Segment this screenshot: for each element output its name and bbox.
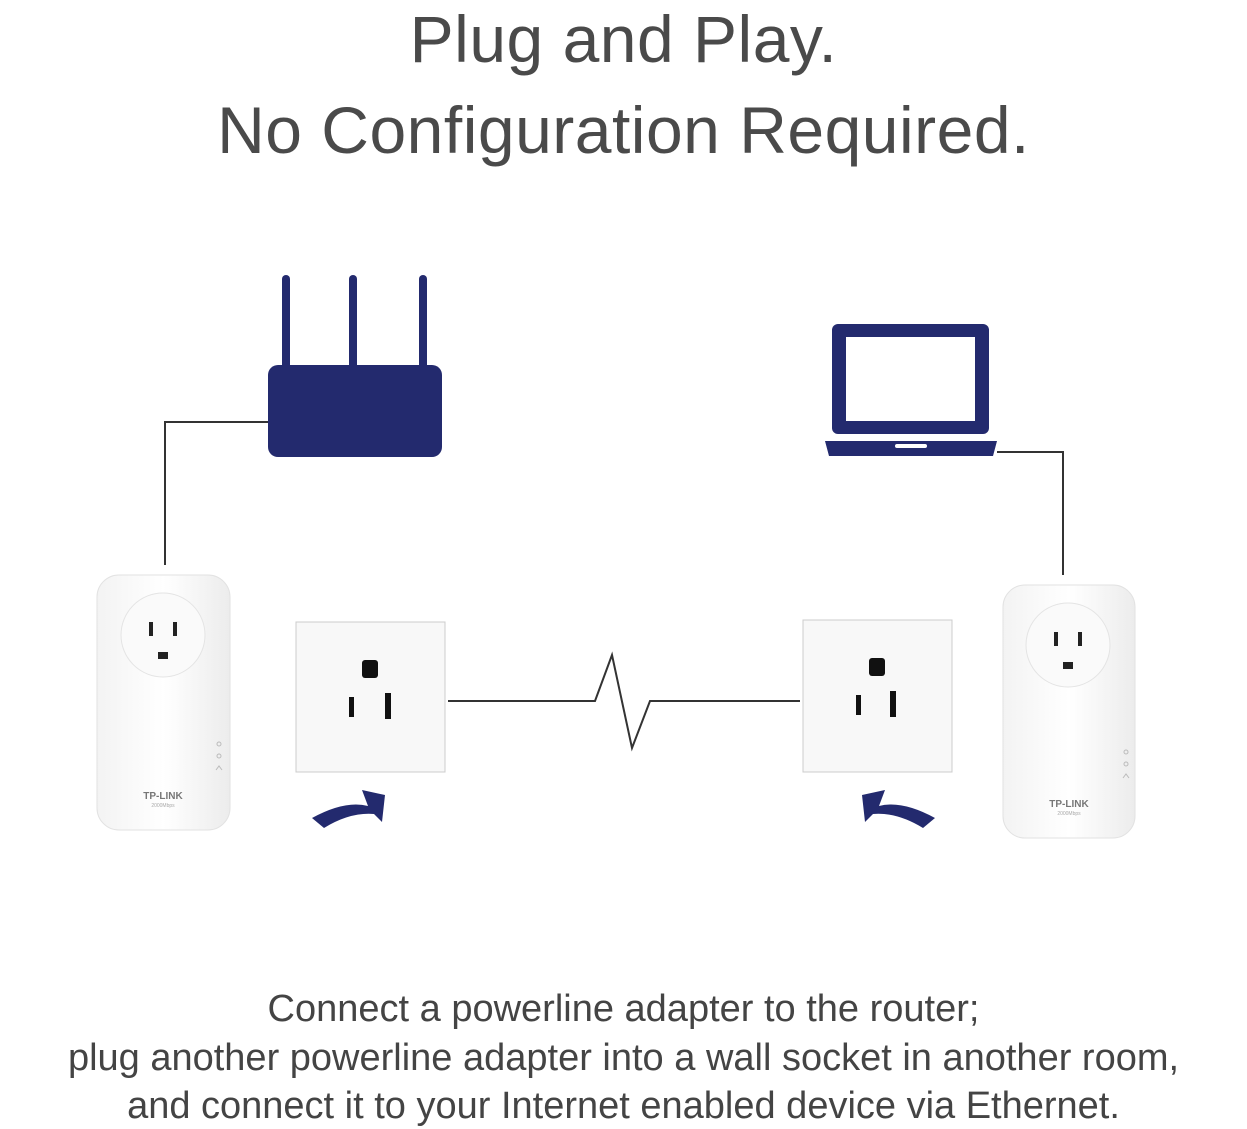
powerline-signal — [448, 651, 800, 752]
title-line-1: Plug and Play. — [409, 2, 838, 76]
powerline-adapter-right: TP-LINK 2000Mbps — [1002, 584, 1136, 839]
wall-socket-right — [802, 619, 953, 773]
plug-in-arrow-right — [862, 790, 935, 828]
title-line-2: No Configuration Required. — [217, 93, 1030, 167]
powerline-adapter-left: TP-LINK 2000Mbps — [96, 574, 231, 831]
caption-line-1: Connect a powerline adapter to the route… — [267, 988, 980, 1030]
plug-in-arrow-left — [312, 790, 385, 828]
router-cable — [164, 421, 270, 565]
caption-line-3: and connect it to your Internet enabled … — [127, 1085, 1120, 1127]
laptop-icon — [825, 324, 997, 456]
laptop-cable — [997, 451, 1064, 575]
router-icon — [268, 275, 442, 457]
adapter-brand-left: TP-LINK — [143, 791, 183, 802]
wall-socket-left — [295, 621, 446, 773]
adapter-speed-left: 2000Mbps — [151, 803, 175, 809]
adapter-speed-right: 2000Mbps — [1057, 811, 1081, 817]
adapter-brand-right: TP-LINK — [1049, 799, 1089, 810]
caption-line-2: plug another powerline adapter into a wa… — [67, 1037, 1180, 1079]
